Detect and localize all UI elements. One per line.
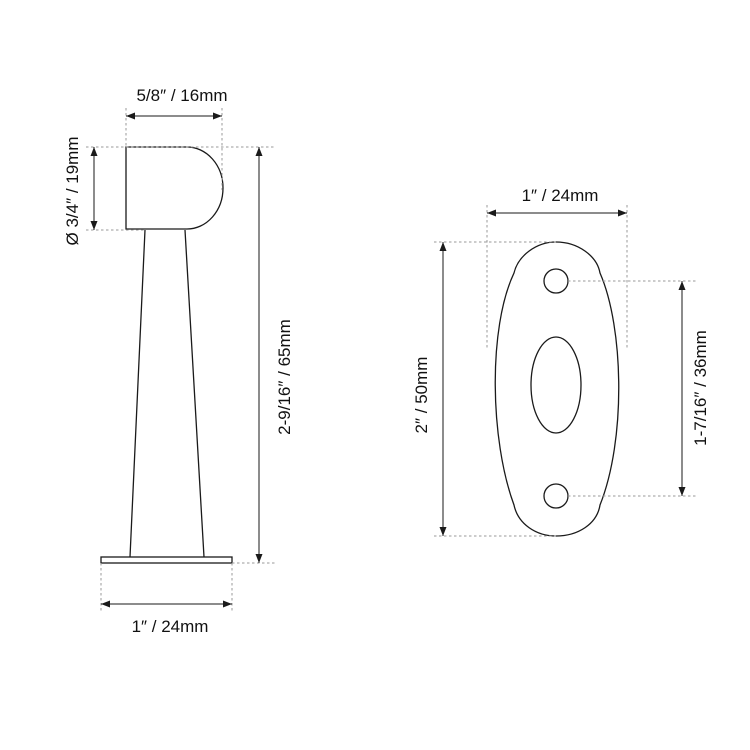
base-width-label: 1″ / 24mm <box>132 617 209 636</box>
overall-height-label: 2-9/16″ / 65mm <box>275 319 294 435</box>
plate-drawing: 1″ / 24mm 2″ / 50mm 1-7/16″ / 36mm <box>412 186 710 537</box>
stopper-base <box>100 556 233 564</box>
head-width-label: 5/8″ / 16mm <box>136 86 227 105</box>
stopper-drawing: 5/8″ / 16mm Ø 3/4″ / 19mm 2-9/16″ / 65mm… <box>63 86 294 636</box>
stopper-stem <box>129 229 205 558</box>
center-oval-hole <box>530 336 582 434</box>
mounting-plate <box>494 241 620 537</box>
head-diameter-label: Ø 3/4″ / 19mm <box>63 137 82 246</box>
top-screw-hole <box>543 268 569 294</box>
plate-height-label: 2″ / 50mm <box>412 357 431 434</box>
stopper-head <box>125 146 224 230</box>
plate-width-label: 1″ / 24mm <box>522 186 599 205</box>
bottom-screw-hole <box>543 483 569 509</box>
hole-spacing-label: 1-7/16″ / 36mm <box>691 330 710 446</box>
